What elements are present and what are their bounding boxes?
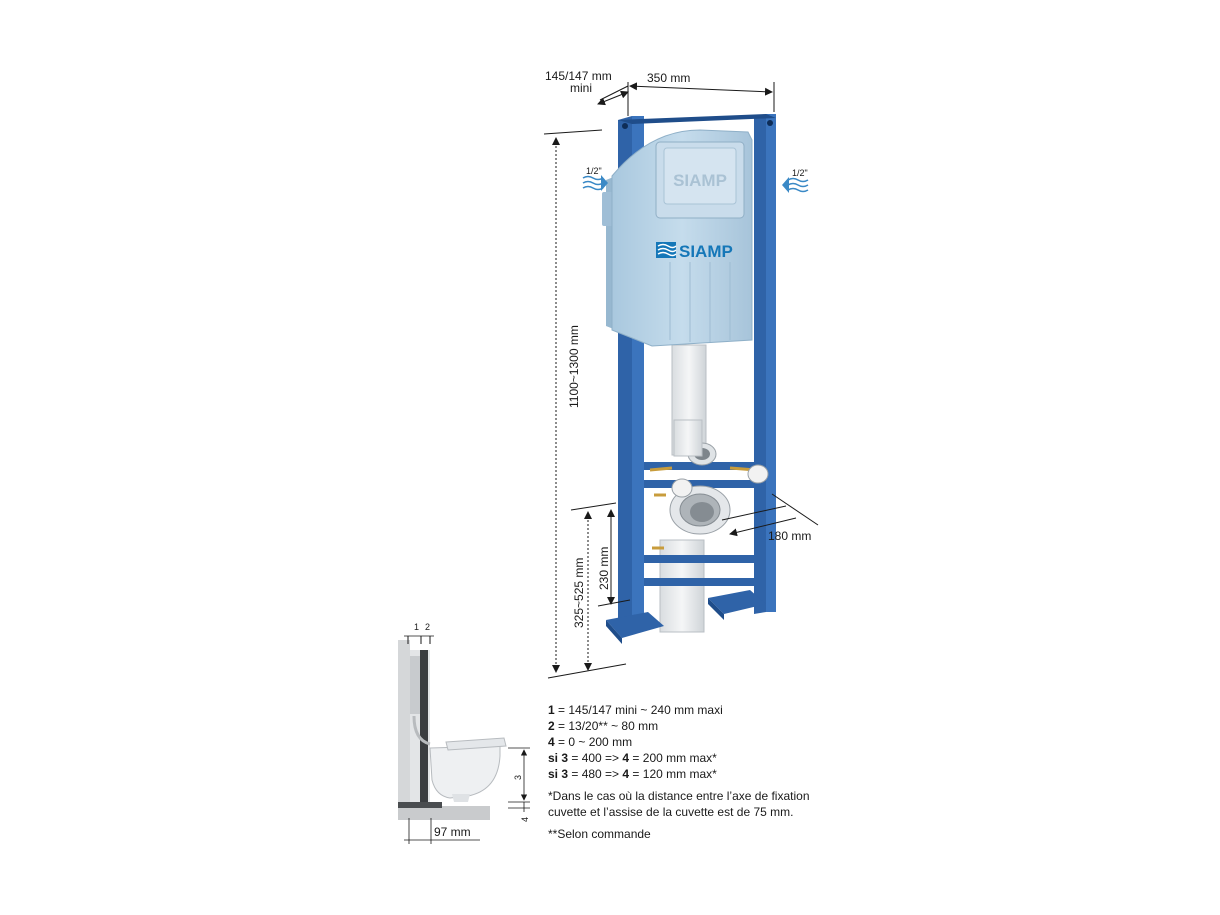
note-row-4: si 3 = 400 => 4 = 200 mm max* (548, 750, 848, 766)
footnote-2: **Selon commande (548, 827, 651, 841)
note-label: 4 (548, 735, 555, 749)
fixing-knob-left (671, 478, 693, 498)
outlet-projection-label: 180 mm (768, 529, 811, 543)
frame-crossbar-4 (644, 578, 756, 586)
water-inlet-right: 1/2" (782, 168, 809, 193)
inlet-right-label: 1/2" (792, 168, 808, 178)
side-view-toilet (429, 737, 507, 802)
note-text: = 400 => (568, 751, 623, 765)
wc-frame: SIAMP SIAMP (602, 114, 776, 644)
depth-top-label: 145/147 mm (545, 69, 612, 83)
width-label: 350 mm (647, 71, 690, 85)
note-label-2: 4 (622, 767, 630, 781)
height-total-label: 1100~1300 mm (567, 325, 581, 408)
siamp-logo: SIAMP (656, 242, 733, 261)
note-label: si 3 (548, 767, 569, 781)
siamp-logo-text: SIAMP (679, 242, 733, 261)
dim-outlet-projection: 180 mm (721, 493, 819, 543)
note-label: si 3 (548, 751, 569, 765)
height-outlet-label: 325~525 mm (572, 558, 586, 628)
dim-width: 350 mm (627, 71, 775, 116)
frame-foot-right (708, 590, 766, 614)
side-view-wall (398, 640, 410, 820)
note-row-2: 2 = 13/20** ~ 80 mm (548, 718, 848, 734)
footnote-1-line-1: *Dans le cas où la distance entre l’axe … (548, 789, 810, 803)
frame-crossbar-2 (644, 480, 756, 488)
note-row-5: si 3 = 480 => 4 = 120 mm max* (548, 766, 848, 782)
depth-top-sublabel: mini (570, 81, 592, 95)
side-label-1: 1 (414, 622, 419, 632)
height-fixing-label: 230 mm (597, 547, 611, 590)
water-inlet-left: 1/2" (582, 166, 608, 191)
dim-height-fixing: 230 mm (597, 509, 631, 607)
note-text: = 13/20** ~ 80 mm (554, 719, 659, 733)
note-text-2: = 120 mm max* (629, 767, 717, 781)
note-text: = 0 ~ 200 mm (554, 735, 633, 749)
dim-height-total: 1100~1300 mm (543, 129, 603, 673)
frame-top-bar (618, 114, 776, 124)
side-label-2: 2 (425, 622, 430, 632)
note-label-2: 4 (622, 751, 630, 765)
frame-foot-left (606, 612, 664, 638)
dim-depth-top: 145/147 mm mini (545, 69, 629, 106)
side-label-3: 3 (513, 775, 523, 780)
frame-crossbar-3 (644, 555, 756, 563)
side-bottom-label: 97 mm (434, 825, 471, 839)
dimension-notes: 1 = 145/147 mini ~ 240 mm maxi 2 = 13/20… (548, 702, 848, 842)
siamp-logo-icon (656, 242, 676, 258)
plate-brand-text: SIAMP (673, 171, 727, 190)
cistern-tank: SIAMP (602, 129, 753, 347)
side-view: 1 2 3 4 97 mm (398, 622, 530, 844)
inlet-left-label: 1/2" (586, 166, 602, 176)
footnote-1-line-2: cuvette et l’assise de la cuvette est de… (548, 805, 794, 819)
note-row-1: 1 = 145/147 mini ~ 240 mm maxi (548, 702, 848, 718)
note-text: = 145/147 mini ~ 240 mm maxi (554, 703, 723, 717)
note-label: 1 (548, 703, 555, 717)
side-view-floor (398, 806, 490, 820)
note-text: = 480 => (568, 767, 623, 781)
frame-right-upright (754, 114, 766, 614)
dim-height-outlet: 325~525 mm (547, 502, 627, 679)
note-row-3: 4 = 0 ~ 200 mm (548, 734, 848, 750)
note-text-2: = 200 mm max* (629, 751, 717, 765)
fixing-knob-right (747, 464, 769, 484)
note-label: 2 (548, 719, 555, 733)
frame-crossbar-1 (644, 462, 756, 470)
side-label-4: 4 (520, 817, 530, 822)
